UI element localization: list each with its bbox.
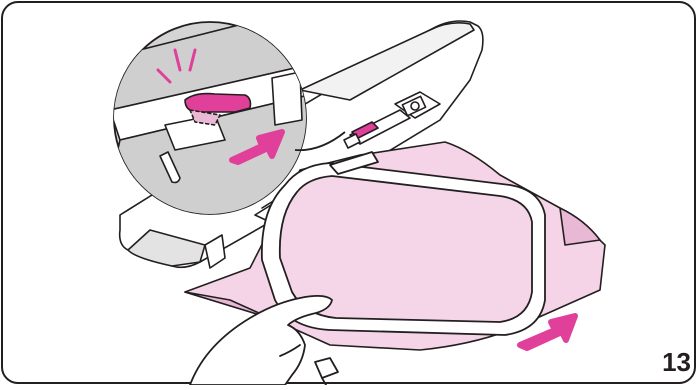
step-number: 13	[662, 349, 691, 375]
